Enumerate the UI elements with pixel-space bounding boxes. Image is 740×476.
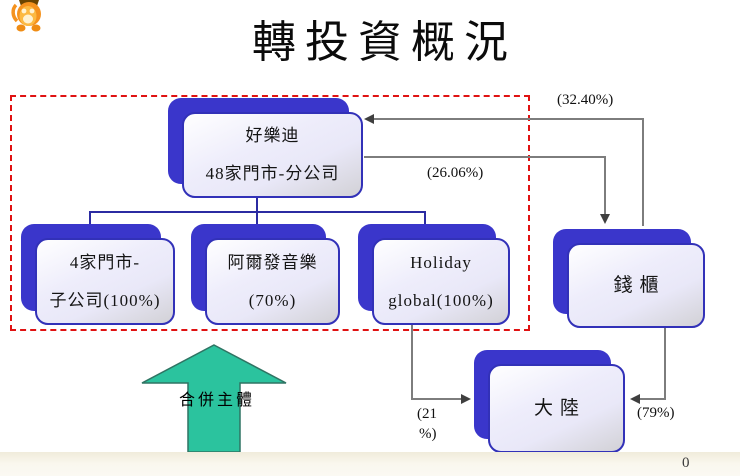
ownership-label-holiday-to-mainland: %) [419,426,437,442]
tree-connector-child1-stub [89,211,91,226]
arrow-holiday-to-mainland-line [411,325,413,400]
arrow-cashbox-to-haoledi-line [373,118,643,120]
node-cashbox: 錢櫃 [553,229,705,328]
node-label: 子公司(100%) [49,290,161,310]
ownership-label-haoledi-to-cashbox: (26.06%) [427,165,484,181]
tiger-mascot-icon [11,0,41,32]
arrowhead-right-icon [461,394,471,404]
node-face: 錢櫃 [567,243,705,328]
tree-connector-child2-stub [256,211,258,226]
consolidation-dashed-border [10,95,530,331]
arrow-cashbox-to-mainland-line [639,398,666,400]
arrowhead-left-icon [364,114,374,124]
node-label: 大陸 [533,397,586,419]
node-label: Holiday [410,252,472,272]
node-arfa-music: 阿爾發音樂 (70%) [191,224,340,325]
node-face: 好樂迪 48家門市-分公司 [182,112,363,198]
arrow-cashbox-to-haoledi-line [642,118,644,226]
arrowhead-down-icon [600,214,610,224]
node-face: Holiday global(100%) [372,238,510,325]
slide-title: 轉投資概況 [252,18,517,67]
arrow-holiday-to-mainland-line [411,398,461,400]
node-label: 4家門市- [69,252,141,272]
arrowhead-left-icon [630,394,640,404]
arrow-cashbox-to-mainland-line [664,328,666,400]
tree-connector-child3-stub [424,211,426,226]
node-label: 錢櫃 [613,274,666,296]
slide-bottom-band [0,452,740,476]
page-number: 0 [682,455,690,471]
node-holiday-global: Holiday global(100%) [358,224,510,325]
merge-entity-label: 合併主體 [179,392,256,409]
node-label: 好樂迪 [245,126,300,145]
node-face: 4家門市- 子公司(100%) [35,238,175,325]
node-mainland: 大陸 [474,350,625,453]
node-haoledi: 好樂迪 48家門市-分公司 [168,98,363,198]
node-label: 48家門市-分公司 [205,164,340,183]
ownership-label-cashbox-to-mainland: (79%) [637,405,675,421]
arrow-haoledi-to-cashbox-line [604,156,606,215]
node-label: 阿爾發音樂 [227,252,318,272]
ownership-label-holiday-to-mainland: (21 [417,406,437,422]
node-face: 阿爾發音樂 (70%) [205,238,340,325]
node-label: global(100%) [388,290,494,310]
node-face: 大陸 [488,364,625,453]
ownership-label-cashbox-to-haoledi: (32.40%) [557,92,614,108]
node-4-stores-subsidiary: 4家門市- 子公司(100%) [21,224,175,325]
node-label: (70%) [248,290,297,310]
arrow-haoledi-to-cashbox-line [364,156,606,158]
tree-connector-top-stub [256,196,258,212]
